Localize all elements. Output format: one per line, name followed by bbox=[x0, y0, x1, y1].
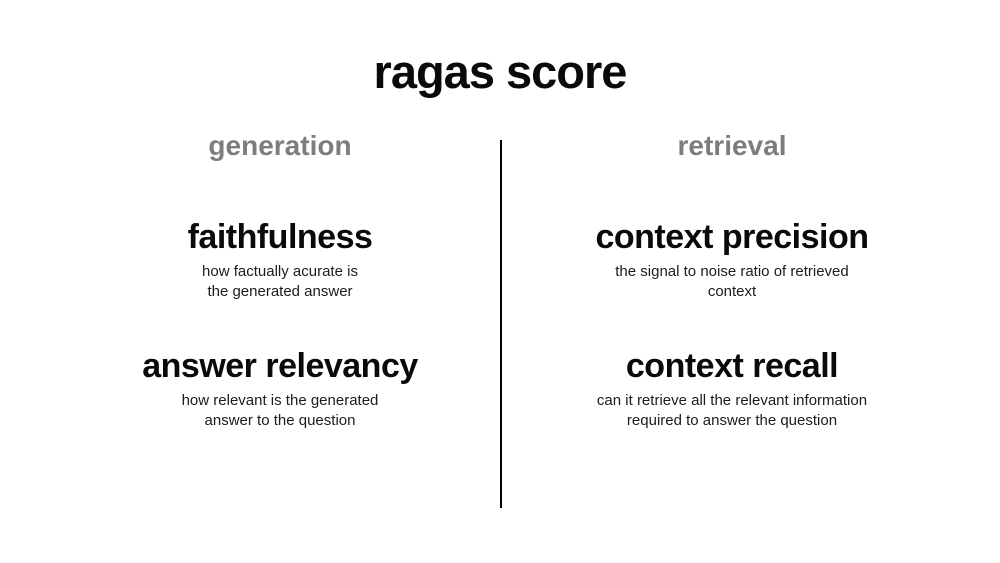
metric-name-faithfulness: faithfulness bbox=[187, 218, 373, 256]
column-header-generation: generation bbox=[208, 130, 352, 161]
metric-name-answer-relevancy: answer relevancy bbox=[142, 347, 418, 385]
column-header-retrieval: retrieval bbox=[677, 130, 787, 161]
page-title: ragas score bbox=[373, 45, 628, 98]
metric-description-line: the generated answer bbox=[207, 283, 353, 300]
metric-description-line: context bbox=[707, 283, 757, 300]
metric-name-context-recall: context recall bbox=[625, 347, 839, 385]
metric-description-context-recall: can it retrieve all the relevant informa… bbox=[528, 391, 936, 431]
metric-description-line: required to answer the question bbox=[626, 412, 838, 429]
metric-description-line: answer to the question bbox=[204, 412, 356, 429]
metric-description-line: how relevant is the generated bbox=[181, 392, 379, 409]
metric-description-line: how factually acurate is bbox=[202, 263, 358, 280]
metric-description-line: the signal to noise ratio of retrieved bbox=[615, 263, 849, 280]
metric-description-answer-relevancy: how relevant is the generated answer to … bbox=[80, 391, 480, 431]
metric-description-context-precision: the signal to noise ratio of retrieved c… bbox=[528, 262, 936, 302]
metric-name-context-precision: context precision bbox=[595, 218, 869, 256]
metric-description-line: can it retrieve all the relevant informa… bbox=[596, 392, 868, 409]
metric-description-faithfulness: how factually acurate is the generated a… bbox=[80, 262, 480, 302]
column-divider-line bbox=[500, 140, 502, 508]
